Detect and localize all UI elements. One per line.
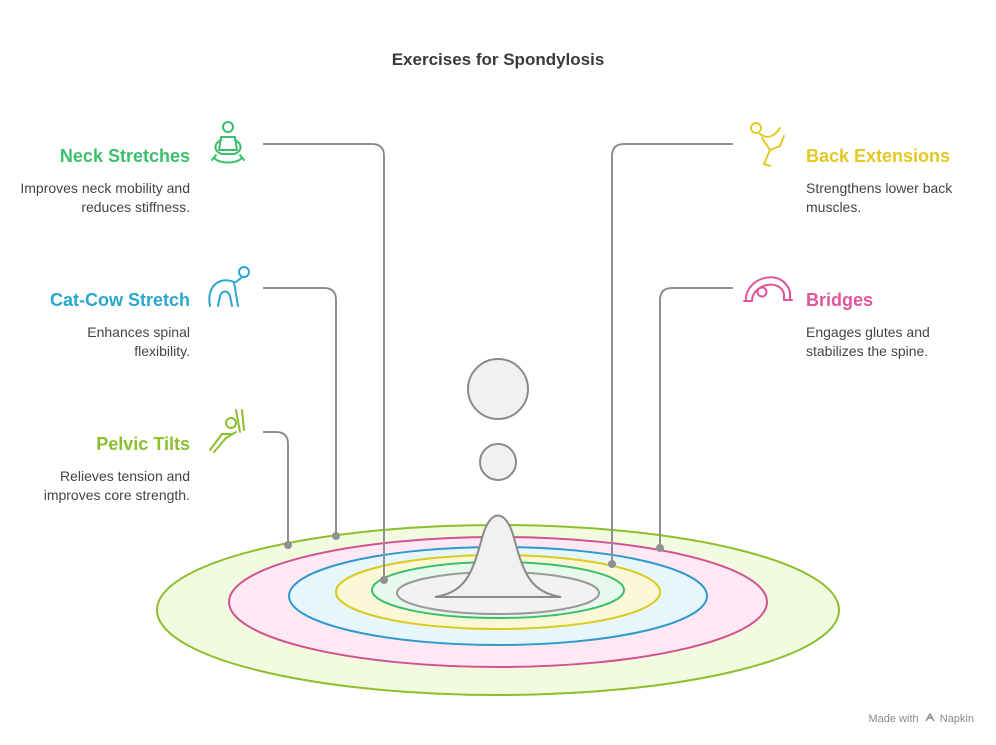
cat-cow-stretch-description: Enhances spinal flexibility.: [87, 324, 190, 359]
pelvic-tilts-description: Relieves tension and improves core stren…: [43, 468, 190, 503]
connector-dot-back-extensions: [608, 560, 616, 568]
splash-peak: [434, 514, 562, 598]
neck-stretches-title: Neck Stretches: [59, 146, 190, 166]
neck-stretches-description: Improves neck mobility and reduces stiff…: [20, 180, 190, 215]
bridges-description: Engages glutes and stabilizes the spine.: [806, 324, 930, 359]
pelvic-tilt-icon: [209, 409, 245, 453]
back-extensions-description: Strengthens lower back muscles.: [806, 180, 953, 215]
pelvic-tilts-title: Pelvic Tilts: [96, 434, 190, 454]
connector-dot-neck-stretches: [380, 576, 388, 584]
bridges-title: Bridges: [806, 290, 874, 310]
connector-neck-stretches: [263, 143, 385, 580]
droplet-large: [467, 358, 529, 420]
bridge-pose-icon: [743, 276, 793, 302]
connector-bridges: [659, 287, 733, 548]
meditation-person-icon: [211, 121, 245, 164]
connector-dot-bridges: [656, 544, 664, 552]
connector-back-extensions: [611, 143, 733, 564]
connector-pelvic-tilts: [263, 431, 289, 545]
droplet-small: [479, 443, 517, 481]
made-with-napkin-footer: Made with Napkin: [868, 712, 974, 725]
connector-dot-cat-cow: [332, 532, 340, 540]
connector-cat-cow: [263, 287, 337, 536]
back-extensions-title: Back Extensions: [806, 146, 951, 166]
footer-prefix: Made with: [868, 713, 919, 725]
back-extension-pose-icon: [750, 122, 785, 167]
footer-brand: Napkin: [939, 713, 974, 725]
cat-cow-stretch-title: Cat-Cow Stretch: [49, 290, 190, 310]
cat-cow-pose-icon: [208, 266, 250, 307]
diagram-title: Exercises for Spondylosis: [391, 50, 605, 69]
napkin-logo-icon: [925, 712, 935, 725]
connector-dot-pelvic-tilts: [284, 541, 292, 549]
